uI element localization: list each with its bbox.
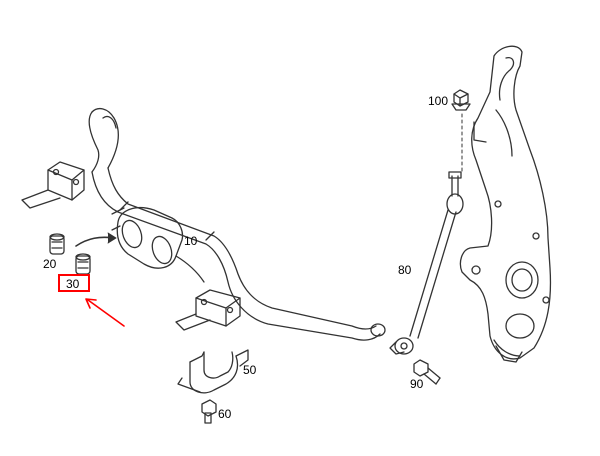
part-label-90: 90 (410, 377, 424, 391)
lower-bracket (175, 289, 241, 331)
part-label-10: 10 (184, 234, 198, 248)
center-body (111, 207, 205, 283)
bolt-60 (201, 399, 217, 424)
part-label-80: 80 (398, 263, 412, 277)
upper-bracket (21, 161, 85, 209)
assembly-arrowhead (107, 232, 117, 244)
nut-100 (451, 89, 471, 111)
part-label-30: 30 (66, 277, 80, 291)
stabilizer-bar (88, 107, 386, 341)
bracket-50 (177, 349, 249, 394)
part-label-100: 100 (428, 94, 449, 108)
highlight-arrow (85, 298, 125, 327)
bushing-20 (49, 233, 65, 255)
steering-knuckle (459, 45, 552, 363)
highlight-box-30 (58, 274, 90, 292)
link-rod-80 (389, 113, 464, 355)
part-label-50: 50 (243, 363, 257, 377)
part-label-20: 20 (43, 257, 57, 271)
bolt-90 (413, 359, 441, 385)
part-label-60: 60 (218, 407, 232, 421)
bushing-30 (75, 253, 91, 275)
